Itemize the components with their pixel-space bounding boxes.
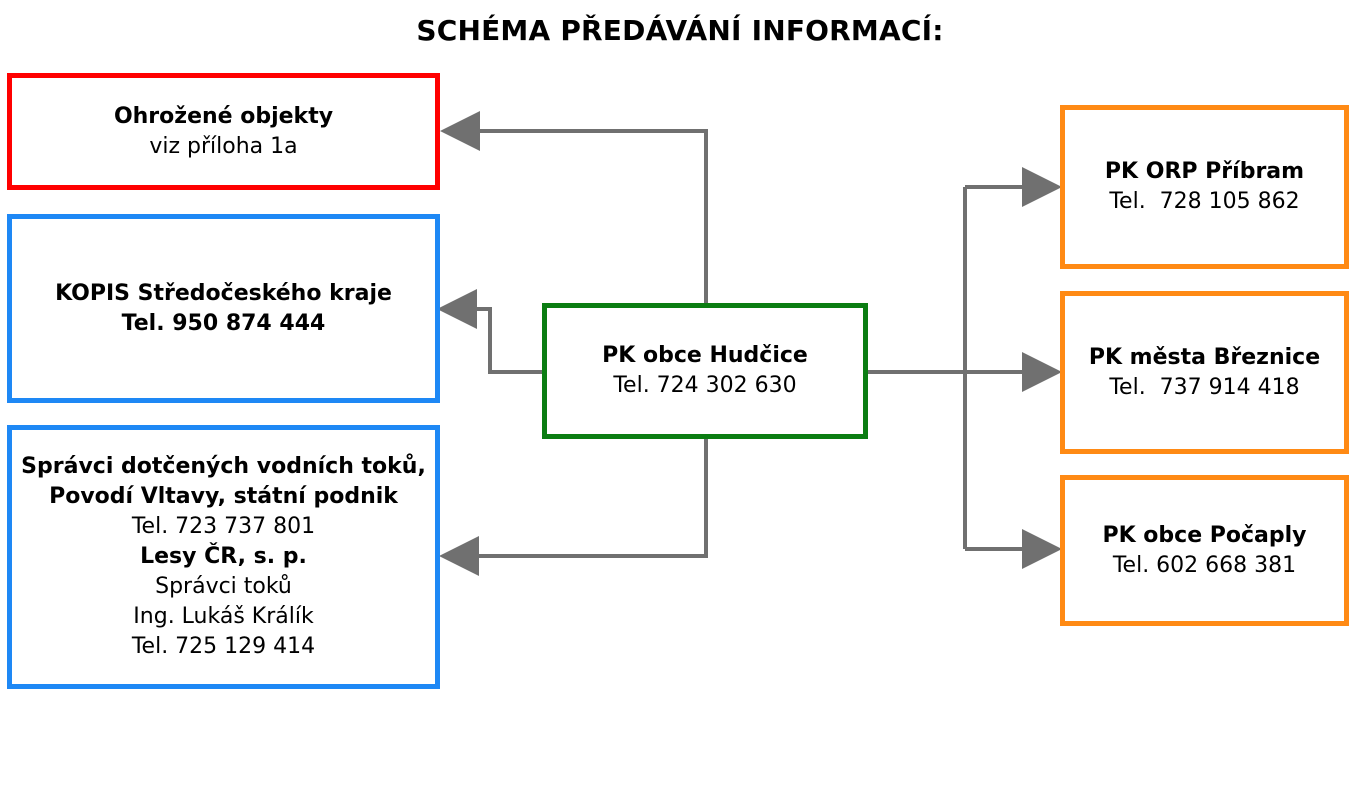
breznice-title: PK města Březnice <box>1088 344 1321 370</box>
threatened-objects-box: Ohrožené objekty viz příloha 1a <box>7 73 440 190</box>
arrow-to-threatened-objects <box>440 111 708 304</box>
breznice-phone: Tel. 737 914 418 <box>1109 374 1300 400</box>
diagram-title: SCHÉMA PŘEDÁVÁNÍ INFORMACÍ: <box>416 14 944 47</box>
kopis-box: KOPIS Středočeského kraje Tel. 950 874 4… <box>7 214 440 403</box>
water-managers-phone2: Tel. 725 129 414 <box>131 634 316 659</box>
water-managers-phone1: Tel. 723 737 801 <box>131 514 316 539</box>
breznice-box: PK města Březnice Tel. 737 914 418 <box>1060 291 1349 454</box>
kopis-title: KOPIS Středočeského kraje <box>55 280 392 306</box>
orp-box: PK ORP Příbram Tel. 728 105 862 <box>1060 105 1349 269</box>
arrow-to-water-managers <box>439 438 708 576</box>
arrow-to-kopis <box>437 289 543 374</box>
threatened-objects-note: viz příloha 1a <box>149 133 298 159</box>
pocaply-phone: Tel. 602 668 381 <box>1112 552 1297 578</box>
threatened-objects-title: Ohrožené objekty <box>113 103 334 129</box>
water-managers-line4: Správci toků <box>155 574 292 599</box>
orp-title: PK ORP Příbram <box>1104 159 1305 184</box>
kopis-phone: Tel. 950 874 444 <box>121 310 326 336</box>
center-title: PK obce Hudčice <box>602 343 808 368</box>
orp-phone: Tel. 728 105 862 <box>1109 189 1300 214</box>
pocaply-title: PK obce Počaply <box>1102 522 1307 548</box>
pocaply-box: PK obce Počaply Tel. 602 668 381 <box>1060 475 1349 626</box>
water-managers-line5: Ing. Lukáš Králík <box>133 604 314 629</box>
center-box: PK obce Hudčice Tel. 724 302 630 <box>542 303 868 439</box>
center-phone: Tel. 724 302 630 <box>613 373 797 398</box>
water-managers-line1: Správci dotčených vodních toků, <box>21 454 426 479</box>
water-managers-box: Správci dotčených vodních toků, Povodí V… <box>7 425 440 689</box>
water-managers-line3: Lesy ČR, s. p. <box>140 544 307 569</box>
water-managers-line2: Povodí Vltavy, státní podnik <box>49 484 398 509</box>
